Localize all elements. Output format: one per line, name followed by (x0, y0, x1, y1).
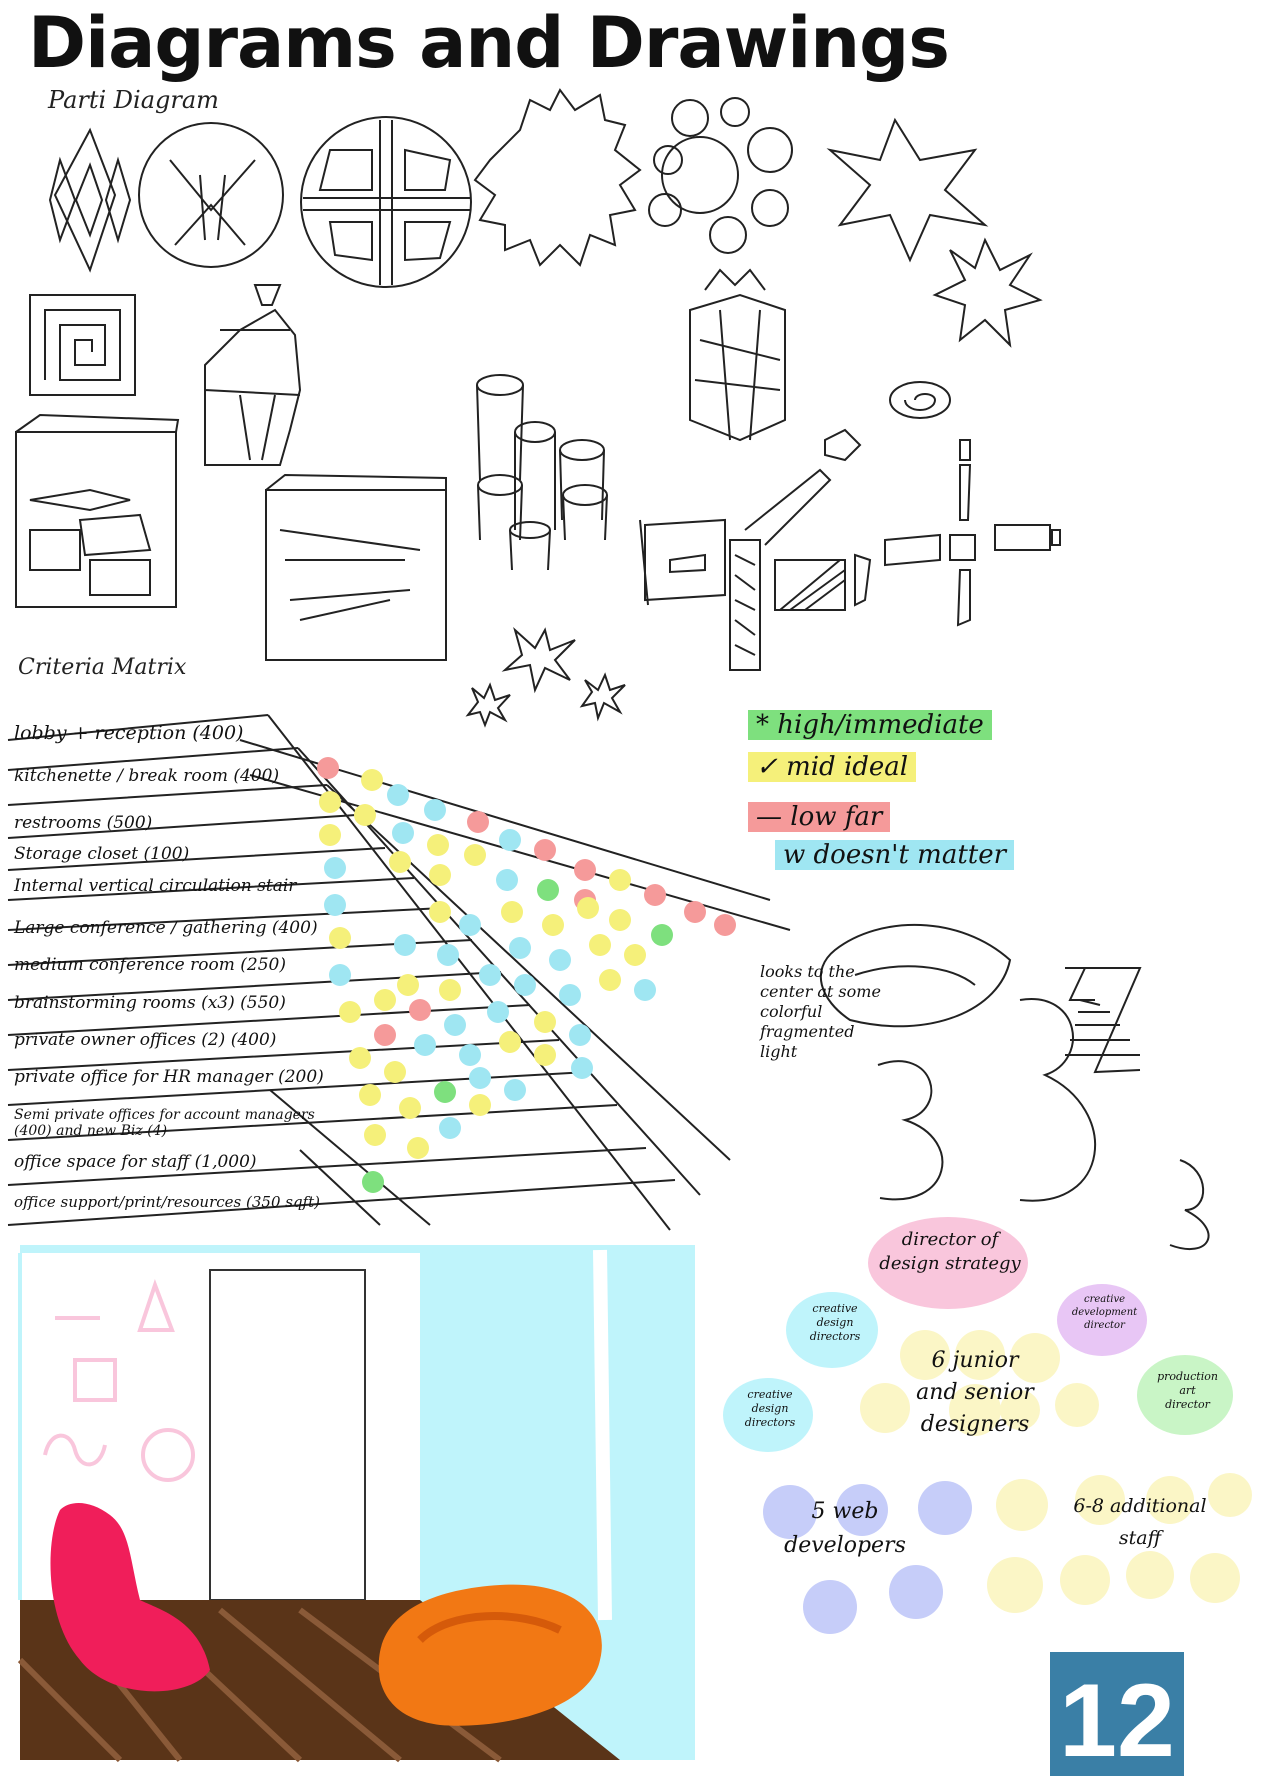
legend-text: doesn't matter (813, 840, 1007, 870)
bubble-line: director of (901, 1229, 999, 1250)
page-title: Diagrams and Drawings (28, 2, 950, 84)
note-line: looks to the (760, 962, 855, 981)
light-note: looks to the center at some colorful fra… (760, 962, 881, 1062)
room-label: kitchenette / break room (400) (14, 766, 280, 786)
note-line: fragmented (760, 1022, 855, 1041)
director-bubble: director of design strategy (875, 1228, 1025, 1276)
legend-symbol: ✓ (756, 752, 778, 782)
bubble-line: creative (812, 1302, 858, 1315)
orange-chair (378, 1584, 602, 1726)
room-rendering (17, 1245, 695, 1763)
legend-low: — low far (748, 802, 891, 832)
additional-staff-bubble: 6-8 additional staff (1050, 1490, 1230, 1554)
sun-sketch (473, 88, 642, 267)
room-label: Storage closet (100) (14, 844, 190, 864)
room-label: Large conference / gathering (400) (14, 918, 318, 938)
matrix-marks (317, 757, 736, 1193)
flower-sketch (826, 117, 989, 263)
bubble-line: staff (1118, 1527, 1162, 1549)
org-bubbles (723, 1217, 1252, 1634)
bubble-line: 6-8 additional (1073, 1495, 1207, 1517)
creative-development-director-bubble: creative development director (1062, 1293, 1147, 1332)
legend-symbol: — (756, 802, 782, 832)
bubble-line: developers (784, 1533, 906, 1558)
bubble-line: 6 junior (931, 1348, 1019, 1373)
room-label: brainstorming rooms (x3) (550) (14, 993, 286, 1013)
production-art-director-bubble: production art director (1145, 1370, 1230, 1412)
note-line: center at some (760, 982, 881, 1001)
circle-sketch (138, 122, 284, 268)
room-label: private office for HR manager (200) (14, 1067, 324, 1087)
room-label: Semi private offices for account manager… (14, 1107, 315, 1139)
bubble-line: and senior (916, 1380, 1034, 1405)
pink-chair (50, 1503, 210, 1692)
web-developers-bubble: 5 web developers (770, 1495, 920, 1563)
room-label: office support/print/resources (350 sqft… (14, 1193, 320, 1211)
parti-diagram-label: Parti Diagram (48, 86, 219, 114)
legend-mid: ✓ mid ideal (748, 752, 917, 782)
bubble-line: design strategy (879, 1253, 1021, 1274)
legend-text: low far (790, 802, 883, 832)
room-label: medium conference room (250) (14, 955, 286, 975)
legend-high: * high/immediate (748, 710, 992, 740)
room-label: restrooms (500) (14, 813, 153, 833)
bubble-line: director (1165, 1398, 1210, 1411)
legend-text: high/immediate (777, 710, 984, 740)
legend-symbol: w (783, 840, 806, 870)
room-label: office space for staff (1,000) (14, 1152, 257, 1172)
bubble-line: creative (747, 1388, 793, 1401)
bubble-line: design (816, 1316, 854, 1329)
bubble-line: design (751, 1402, 789, 1415)
creative-design-directors-bubble: creative design directors (795, 1302, 875, 1344)
room-label: lobby + reception (400) (14, 722, 244, 744)
legend-symbol: * (756, 710, 769, 740)
note-line: colorful (760, 1002, 823, 1021)
bubble-line: production (1157, 1370, 1218, 1383)
bubble-line: 5 web (811, 1499, 879, 1524)
designers-bubble: 6 junior and senior designers (880, 1345, 1070, 1441)
bubble-line: director (1084, 1320, 1125, 1331)
room-label: Internal vertical circulation stair (14, 876, 297, 896)
bubble-line: art (1179, 1384, 1196, 1397)
room-label: private owner offices (2) (400) (14, 1030, 277, 1050)
bubble-line: development (1071, 1307, 1138, 1318)
bubble-line: directors (744, 1416, 796, 1429)
bubble-line: directors (809, 1330, 861, 1343)
diamond-sketch (53, 127, 117, 273)
legend-text: mid ideal (786, 752, 909, 782)
cross-circle-sketch (300, 116, 472, 288)
bubble-line: creative (1083, 1294, 1126, 1305)
page-number: 12 (1050, 1652, 1184, 1776)
criteria-matrix-label: Criteria Matrix (18, 655, 187, 680)
creative-design-directors-bubble-2: creative design directors (730, 1388, 810, 1430)
bubble-line: designers (920, 1412, 1030, 1437)
spiral-square-sketch (29, 294, 136, 396)
note-line: light (760, 1042, 798, 1061)
legend-doesnt-matter: w doesn't matter (775, 840, 1015, 870)
